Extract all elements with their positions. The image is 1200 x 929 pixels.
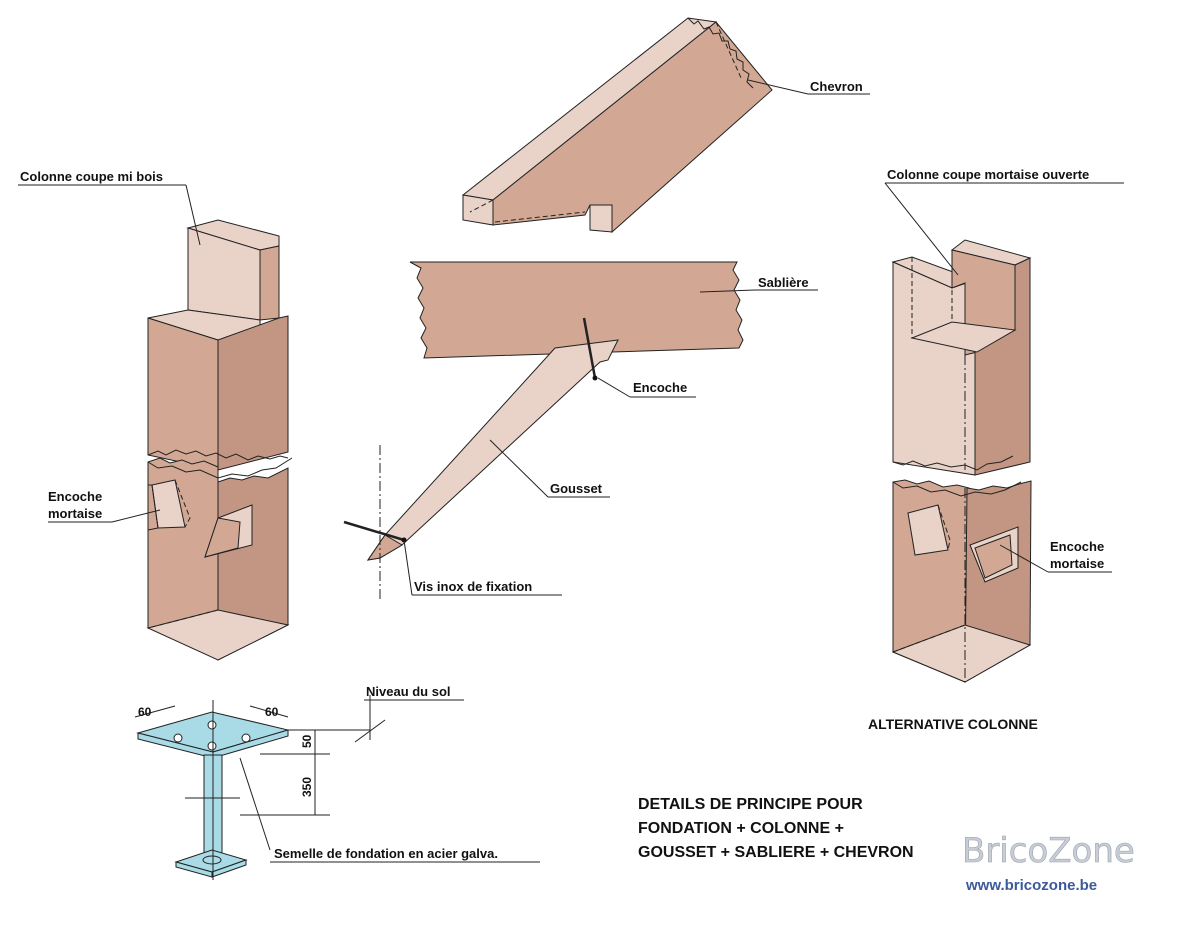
label-chevron: Chevron [810,79,863,94]
dim-350: 350 [300,777,314,797]
label-alternative: ALTERNATIVE COLONNE [868,716,1038,732]
label-gousset: Gousset [550,481,603,496]
steel-footing-drawing [134,695,386,880]
label-encoche-mortaise-left-1: Encoche [48,489,102,504]
title-line-1: DETAILS DE PRINCIPE POUR [638,796,863,813]
dim-60-right: 60 [265,705,279,719]
label-encoche-mortaise-right-1: Encoche [1050,539,1104,554]
sabliere-drawing [409,261,744,359]
label-encoche-mortaise-right-2: mortaise [1050,556,1104,571]
column-right-drawing [891,239,1032,683]
label-encoche: Encoche [633,380,687,395]
label-sabliere: Sablière [758,275,809,290]
leader-lines [18,79,1124,863]
dim-50: 50 [300,734,314,748]
watermark-brand: BricoZone [962,831,1135,871]
label-colonne-mortaise: Colonne coupe mortaise ouverte [887,167,1089,182]
label-niveau-sol: Niveau du sol [366,684,451,699]
column-left-drawing [146,219,293,661]
title-line-3: GOUSSET + SABLIERE + CHEVRON [638,844,914,861]
label-encoche-mortaise-left-2: mortaise [48,506,102,521]
dim-60-left: 60 [138,705,152,719]
label-colonne-mi-bois: Colonne coupe mi bois [20,169,163,184]
label-semelle: Semelle de fondation en acier galva. [274,846,498,861]
title-line-2: FONDATION + COLONNE + [638,820,844,837]
gousset-drawing [343,317,619,600]
label-vis: Vis inox de fixation [414,579,532,594]
chevron-drawing [461,17,773,234]
watermark-url: www.bricozone.be [965,877,1097,894]
